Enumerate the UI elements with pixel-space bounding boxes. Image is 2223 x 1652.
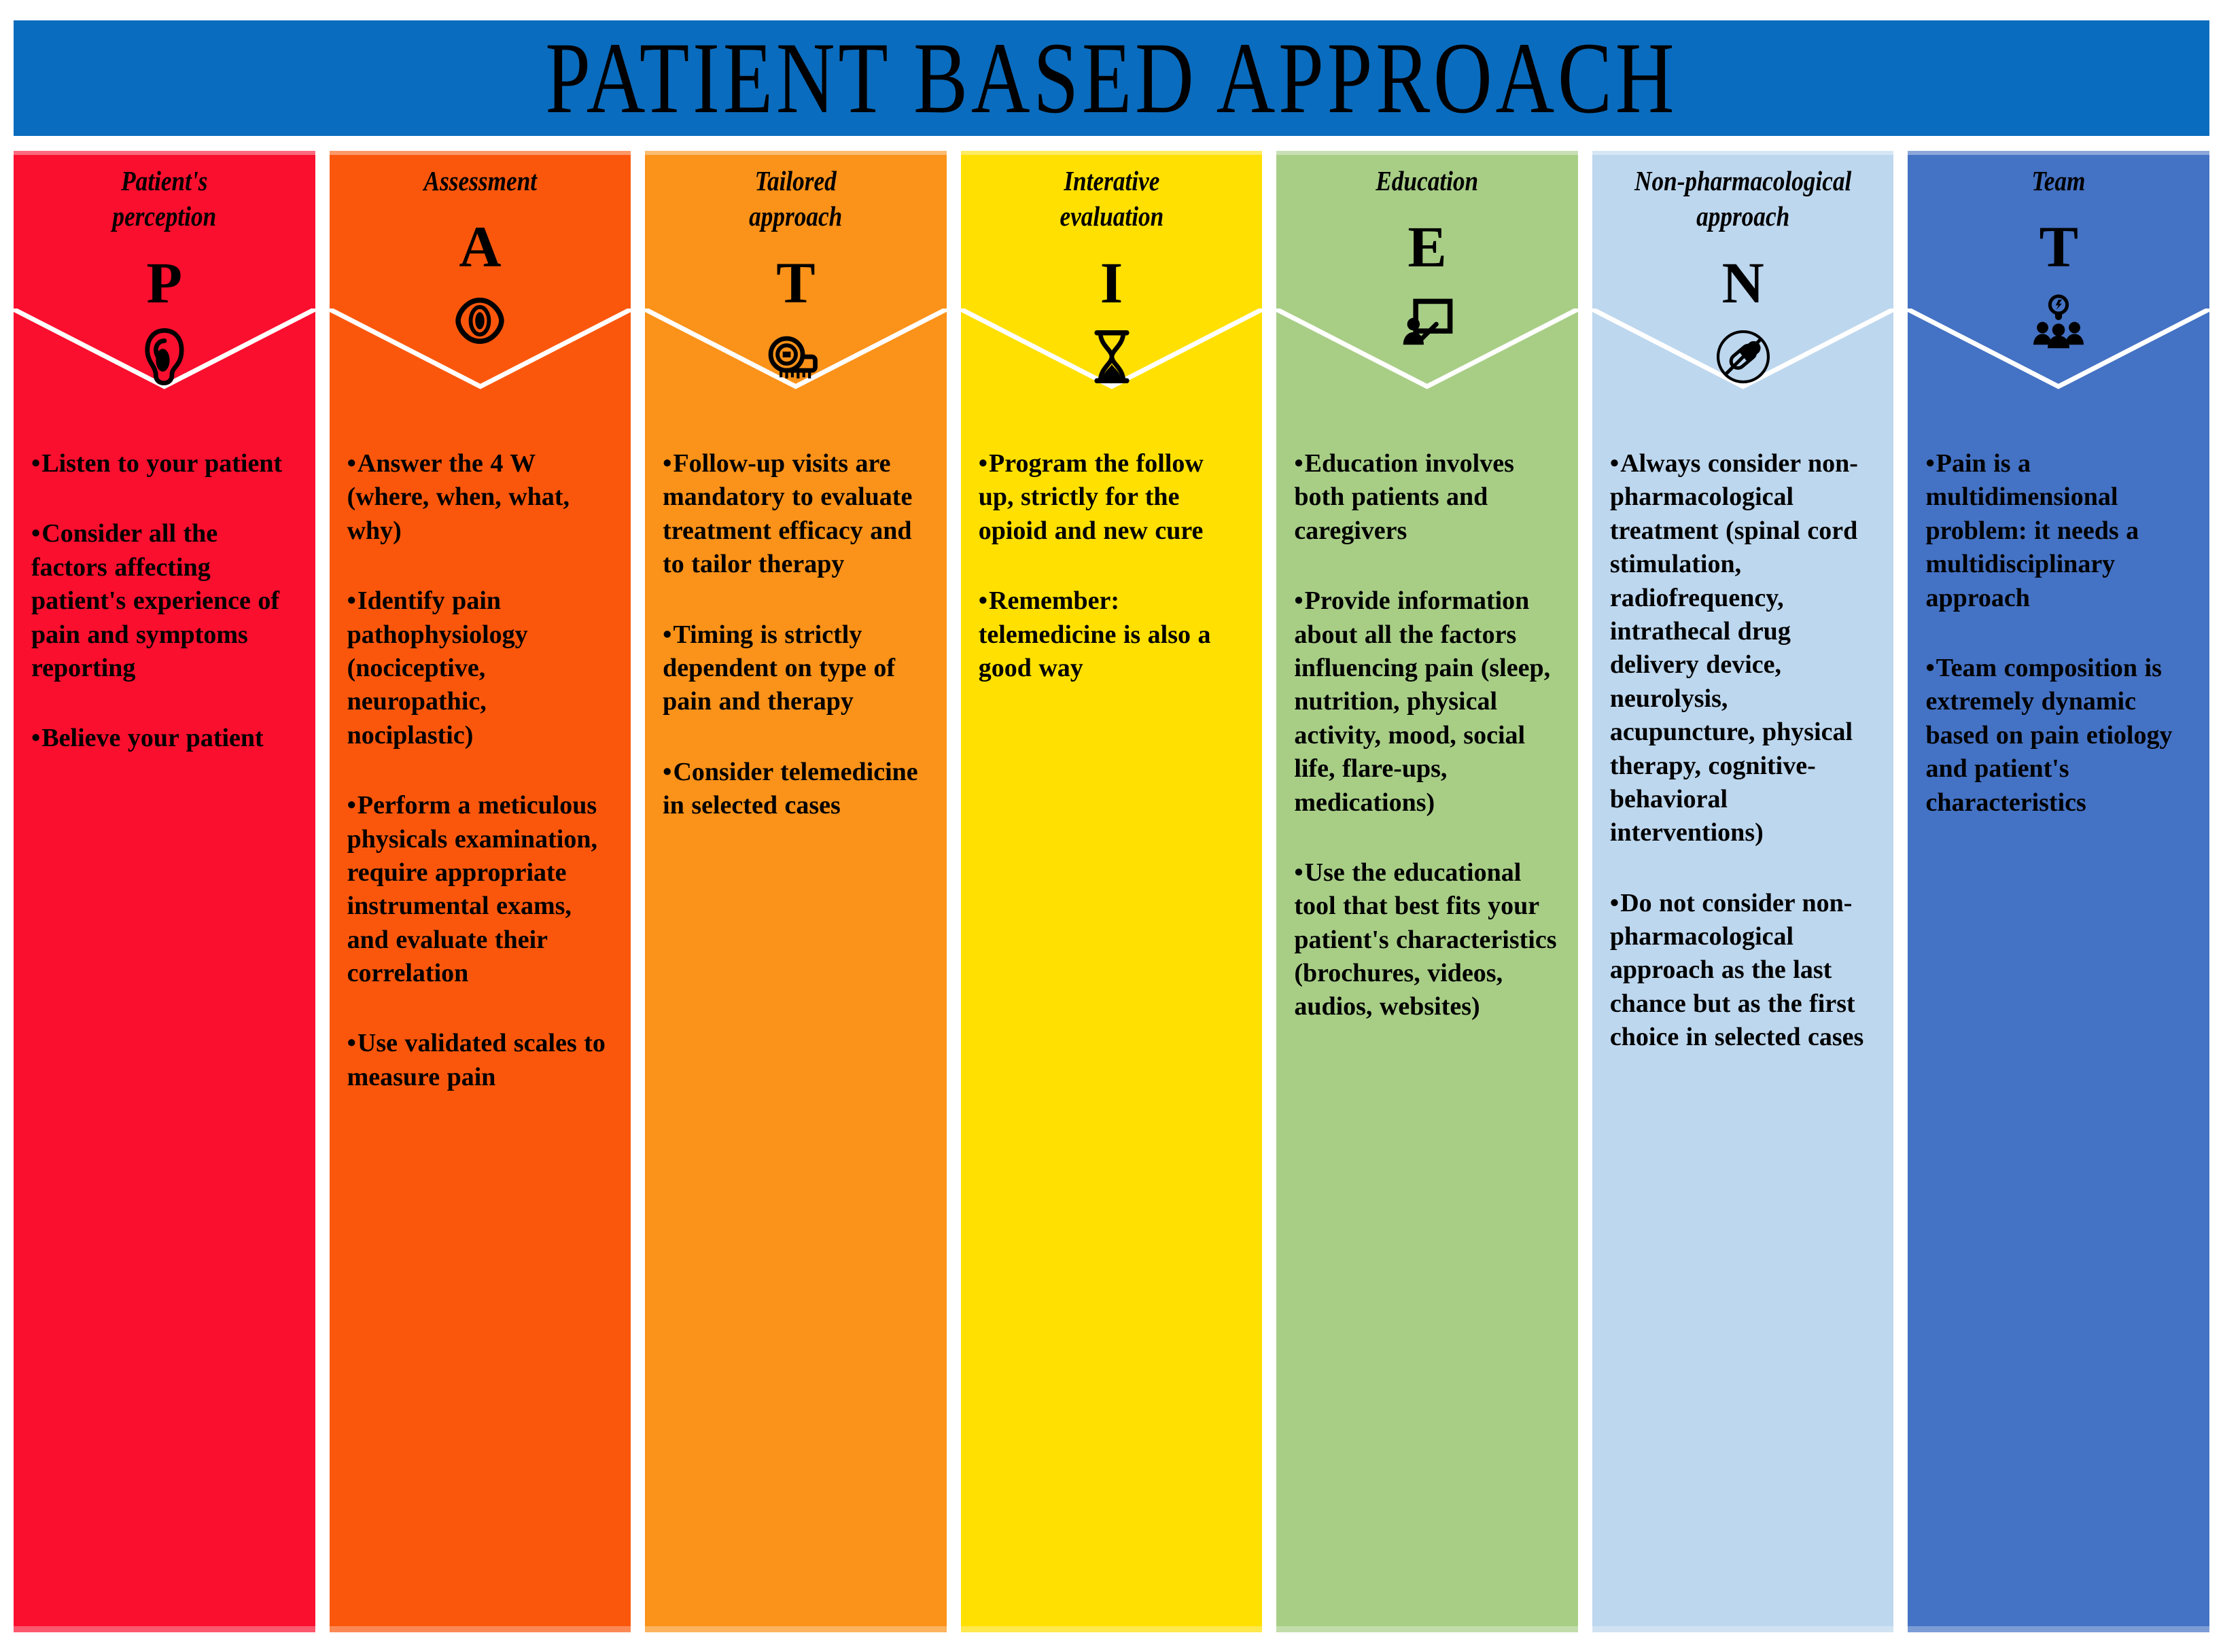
column-title: Tailored approach — [749, 165, 843, 232]
measuring-tape-icon — [765, 326, 827, 388]
no-pills-icon — [1712, 326, 1774, 388]
column-container: Patient's perceptionPListen to your pati… — [14, 151, 2210, 1632]
bullet-item: Timing is strictly dependent on type of … — [663, 618, 929, 719]
bullet-item: Answer the 4 W (where, when, what, why) — [347, 447, 614, 548]
column-bullet-list: Answer the 4 W (where, when, what, why) I… — [330, 423, 631, 1110]
column-bottom-highlight — [645, 1626, 947, 1632]
teacher-whiteboard-icon — [1396, 289, 1458, 352]
column-bottom-highlight — [14, 1626, 315, 1632]
column-a-1: AssessmentAAnswer the 4 W (where, when, … — [329, 151, 631, 1632]
bullet-item: Remember: telemedicine is also a good wa… — [979, 584, 1245, 685]
bullet-item: Pain is a multidimensional problem: it n… — [1925, 447, 2192, 615]
bullet-item: Always consider non-pharmacological trea… — [1610, 447, 1876, 850]
bullet-item: Consider telemedicine in selected cases — [663, 756, 929, 823]
column-bullet-list: Follow-up visits are mandatory to evalua… — [645, 423, 947, 839]
column-title: Non-pharmacological approach — [1634, 165, 1852, 232]
column-bullet-list: Education involves both patients and car… — [1276, 423, 1578, 1040]
column-acronym-letter: T — [2039, 214, 2078, 280]
column-bullet-list: Pain is a multidimensional problem: it n… — [1908, 423, 2209, 836]
bullet-item: Consider all the factors affecting patie… — [31, 517, 298, 685]
bullet-item: Team composition is extremely dynamic ba… — [1925, 652, 2192, 820]
bullet-item: Education involves both patients and car… — [1294, 447, 1560, 548]
column-title: Patient's perception — [112, 165, 217, 232]
column-acronym-letter: N — [1721, 249, 1764, 315]
column-bullet-list: Always consider non-pharmacological trea… — [1592, 423, 1894, 1071]
column-acronym-letter: P — [146, 249, 183, 315]
ear-icon — [133, 326, 196, 388]
team-idea-icon — [2027, 289, 2090, 352]
column-title: Education — [1376, 165, 1479, 196]
bullet-item: Believe your patient — [31, 722, 298, 755]
column-title: Team — [2031, 165, 2086, 196]
column-acronym-letter: I — [1100, 249, 1123, 315]
column-bottom-highlight — [1276, 1626, 1578, 1632]
column-bottom-highlight — [1908, 1626, 2210, 1632]
bullet-item: Listen to your patient — [31, 447, 298, 480]
bullet-item: Identify pain pathophysiology (nocicepti… — [347, 584, 614, 752]
bullet-item: Use the educational tool that best fits … — [1294, 856, 1560, 1024]
column-acronym-letter: T — [776, 249, 816, 315]
bullet-item: Do not consider non-pharmacological appr… — [1610, 887, 1876, 1055]
title-banner: PATIENT BASED APPROACH — [14, 20, 2209, 136]
hourglass-icon — [1081, 326, 1143, 388]
bullet-item: Program the follow up, strictly for the … — [979, 447, 1245, 548]
column-title: Assessment — [423, 165, 537, 196]
bullet-item: Provide information about all the factor… — [1294, 584, 1560, 820]
bullet-item: Follow-up visits are mandatory to evalua… — [663, 447, 929, 582]
column-acronym-letter: E — [1407, 214, 1447, 280]
column-bullet-list: Listen to your patientConsider all the f… — [14, 423, 315, 772]
column-bottom-highlight — [960, 1626, 1263, 1632]
bullet-item: Perform a meticulous physicals examinati… — [347, 789, 614, 990]
column-title: Interative evaluation — [1060, 165, 1163, 232]
column-bottom-highlight — [1592, 1626, 1894, 1632]
column-p-0: Patient's perceptionPListen to your pati… — [14, 151, 315, 1632]
column-acronym-letter: A — [459, 214, 502, 280]
column-bottom-highlight — [329, 1626, 631, 1632]
page-title: PATIENT BASED APPROACH — [545, 22, 1678, 135]
eye-icon — [449, 289, 511, 352]
column-bullet-list: Program the follow up, strictly for the … — [961, 423, 1263, 701]
column-n-5: Non-pharmacological approachNAlways cons… — [1592, 151, 1894, 1632]
bullet-item: Use validated scales to measure pain — [347, 1027, 614, 1094]
